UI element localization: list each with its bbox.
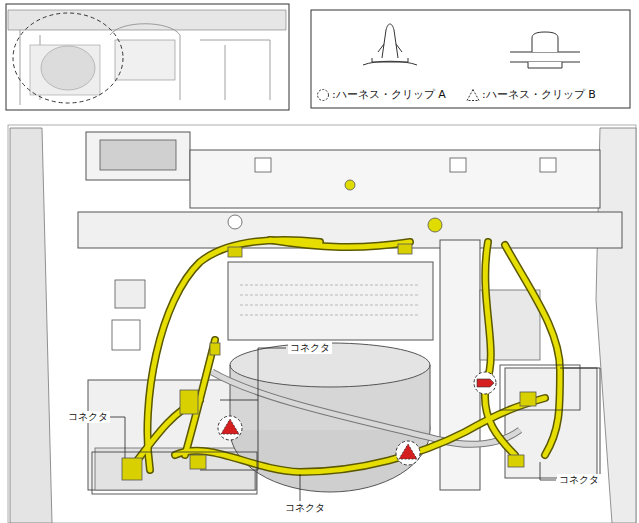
clip-symbol: [318, 90, 329, 101]
harness-clip-marker: [218, 372, 496, 465]
vehicle-body: [345, 180, 355, 190]
leader-line: [300, 474, 301, 501]
overview-inset: [115, 40, 175, 80]
leader-line: [220, 400, 258, 401]
vehicle-body: [540, 158, 556, 172]
clip-symbol: [316, 88, 330, 102]
harness-connector: [398, 244, 412, 254]
vehicle-body: [428, 218, 442, 232]
wire-harness: [485, 242, 515, 455]
connector-label: コネクタ: [557, 474, 601, 486]
overview-inset: [41, 46, 95, 90]
legend-text: :ハーネス・クリップ B: [482, 88, 596, 102]
leader-line: [92, 348, 600, 501]
vehicle-body: [8, 125, 636, 523]
legend-item: :ハーネス・クリップ B: [466, 88, 596, 102]
legend-item: :ハーネス・クリップ A: [316, 88, 446, 102]
wire-harness-outline: [147, 240, 320, 470]
legend-box: [378, 24, 402, 58]
harness-clip-marker: [218, 416, 242, 440]
harness-connector: [228, 247, 242, 257]
vehicle-body: [112, 320, 140, 350]
harness-clip-marker: [399, 444, 417, 459]
harness-clip-marker: [474, 372, 496, 394]
vehicle-body: [115, 280, 145, 308]
connector-label: コネクタ: [283, 502, 327, 514]
harness-connector: [180, 390, 198, 414]
harness-connector: [508, 455, 524, 467]
leader-line: [92, 452, 257, 494]
harness-connector: [122, 244, 536, 480]
overview-inset: [13, 13, 123, 103]
vehicle-body: [240, 285, 420, 315]
legend-box: [528, 32, 562, 68]
vehicle-body: [255, 158, 271, 172]
blower-motor: [230, 343, 430, 387]
harness-clip-marker: [396, 441, 420, 465]
overview-inset: [30, 45, 100, 95]
vehicle-body: [228, 262, 433, 340]
overview-inset: [20, 24, 270, 105]
legend-box: [363, 61, 417, 65]
vehicle-body: [10, 128, 52, 523]
connector-label: コネクタ: [66, 411, 110, 423]
legend-box: [311, 10, 630, 108]
vehicle-body: [505, 368, 597, 478]
vehicle-body: [8, 125, 636, 523]
legend-box: [510, 52, 580, 62]
wire-harness-outline: [270, 240, 410, 247]
vehicle-body: [596, 128, 636, 523]
harness-connector: [190, 455, 206, 469]
legend-text: :ハーネス・クリップ A: [332, 88, 446, 102]
wire-harness: [505, 245, 560, 455]
harness-clip-marker: [477, 379, 494, 387]
overview-inset: [8, 10, 286, 30]
blower-motor: [230, 365, 430, 430]
vehicle-body: [78, 212, 622, 248]
vehicle-body: [190, 150, 600, 208]
wire-harness-outline: [130, 240, 560, 472]
leader-line: [500, 365, 580, 410]
wire-harness: [270, 240, 410, 247]
leader-line: [540, 462, 556, 480]
vehicle-body: [100, 140, 176, 170]
vehicle-body: [86, 132, 190, 180]
connector-label: コネクタ: [288, 342, 332, 354]
wire-harness-outline: [505, 245, 560, 455]
overview-inset: [6, 4, 289, 110]
wire-harness-outline: [485, 242, 515, 455]
overview-inset: [6, 4, 289, 110]
wire-harness: [147, 240, 320, 470]
legend-box: [311, 10, 630, 108]
harness-clip-marker: [221, 419, 239, 434]
harness-connector: [520, 392, 536, 406]
clip-symbol: [467, 90, 479, 101]
vehicle-body: [450, 158, 466, 172]
vehicle-body: [228, 215, 242, 229]
harness-connector: [210, 343, 220, 355]
clip-symbol: [466, 88, 480, 102]
wire-harness: [175, 398, 545, 472]
wire-harness: [130, 240, 560, 472]
harness-connector: [122, 458, 142, 480]
vehicle-body: [440, 240, 480, 490]
